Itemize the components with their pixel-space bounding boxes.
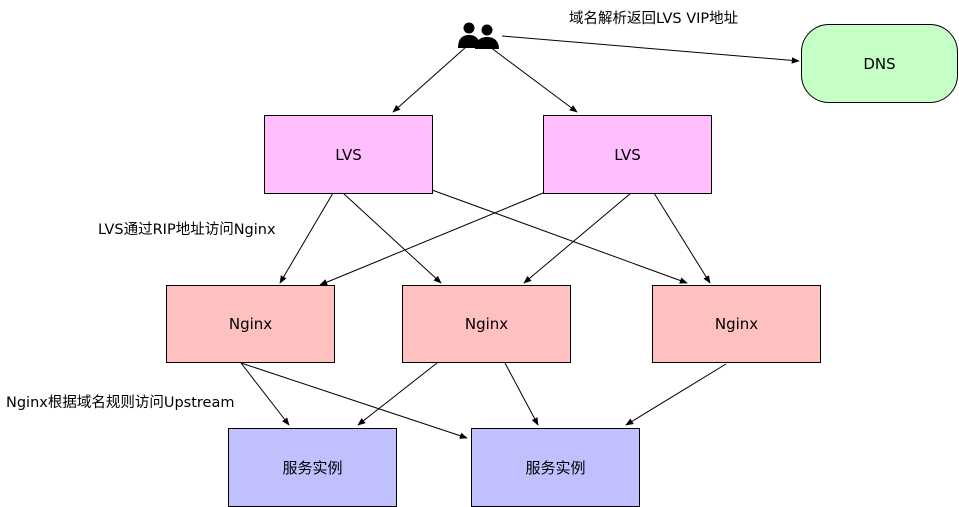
nginx-label: Nginx: [714, 315, 759, 333]
arrow-nginx2-to-svc1: [357, 362, 438, 426]
users-icon: [458, 22, 499, 49]
arrow-users-to-lvs-1: [392, 46, 467, 113]
arrow-nginx1-to-svc2: [240, 362, 468, 439]
dns-node: DNS: [801, 24, 958, 103]
arrow-lvs2-to-nginx3: [653, 192, 711, 284]
arrow-lvs1-to-nginx1: [279, 192, 334, 284]
arrow-lvs2-to-nginx2: [523, 192, 632, 284]
dns-resolve-label: 域名解析返回LVS VIP地址: [569, 11, 739, 27]
lvs-label: LVS: [335, 145, 362, 164]
arrow-users-to-dns: [501, 35, 800, 64]
nginx-label: Nginx: [464, 315, 509, 333]
service-node-1: 服务实例: [228, 428, 397, 507]
nginx-node-2: Nginx: [402, 285, 571, 363]
arrow-users-to-lvs-2: [489, 46, 578, 113]
lvs-node-2: LVS: [543, 115, 712, 194]
arrow-lvs1-to-nginx2: [342, 192, 442, 284]
arrow-lvs2-to-nginx1: [319, 192, 544, 286]
service-label: 服务实例: [282, 459, 343, 477]
service-node-2: 服务实例: [471, 428, 640, 507]
arrow-nginx2-to-svc2: [504, 362, 539, 426]
lvs-label: LVS: [614, 145, 641, 164]
lvs-node-1: LVS: [264, 115, 433, 194]
arrow-nginx1-to-svc1: [240, 362, 290, 426]
service-label: 服务实例: [525, 459, 586, 477]
nginx-label: Nginx: [228, 315, 273, 333]
arrow-nginx3-to-svc2: [625, 363, 727, 426]
nginx-to-upstream-label: Nginx根据域名规则访问Upstream: [6, 395, 235, 411]
nginx-node-1: Nginx: [166, 285, 335, 363]
nginx-node-3: Nginx: [652, 285, 821, 363]
arrow-lvs1-to-nginx3: [431, 189, 688, 284]
dns-label: DNS: [863, 54, 896, 73]
lvs-to-nginx-label: LVS通过RIP地址访问Nginx: [98, 222, 276, 238]
